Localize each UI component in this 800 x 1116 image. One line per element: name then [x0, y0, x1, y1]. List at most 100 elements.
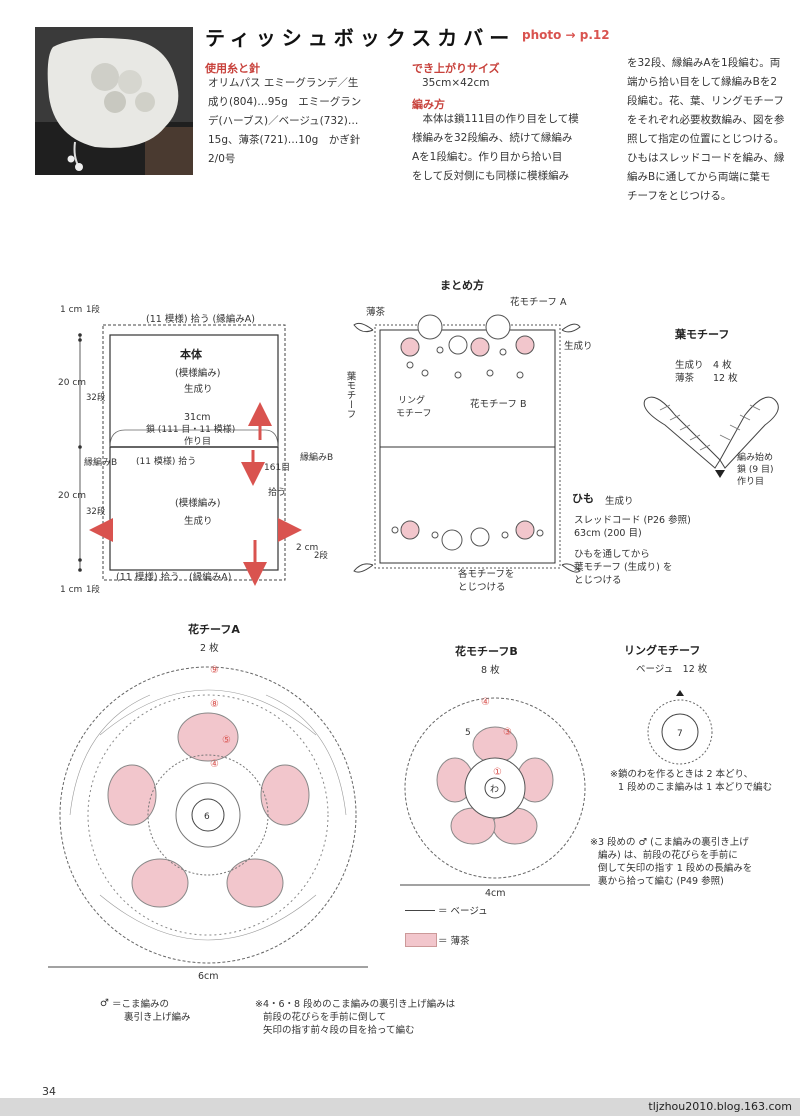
size-heading: でき上がりサイズ: [412, 62, 500, 75]
body-title: 本体: [180, 347, 203, 361]
rows-468-note-line: 前段の花びらを手前に倒して: [263, 1012, 387, 1023]
third-row-note: ※3 段めの ♂ (こま編みの裏引き上げ 編み) は、前段の花びらを手前に 倒し…: [590, 836, 752, 888]
third-row-note-line: 倒して矢印の指す 1 段めの長編みを: [598, 863, 753, 874]
method-line: 段編む。花、葉、リングモチーフ: [627, 95, 784, 107]
symbol-note-line: ＝こま編みの: [112, 999, 170, 1010]
page-title: ティッシュボックスカバー: [205, 26, 516, 50]
bottom-pick-label: (11 模様) 拾う (縁編みA): [116, 571, 231, 583]
symbol-note: ＝こま編みの 裏引き上げ編み: [112, 998, 191, 1024]
assembly-title: まとめ方: [440, 278, 484, 292]
flower-b-width: 4cm: [485, 888, 506, 899]
body-pattern: (模様編み): [175, 367, 220, 379]
size-value: 35cm×42cm: [422, 77, 490, 89]
edge-b-left: 縁編みB: [84, 456, 117, 468]
flower-a-title: 花チーフA: [188, 622, 240, 636]
cord-details: スレッドコード (P26 参照) 63cm (200 目) ひもを通してから 葉…: [574, 514, 691, 587]
assembly-diagram: まとめ方 薄茶 花モチーフ A 生成り 葉モチーフ リング モチーフ 花モチーフ…: [345, 278, 593, 593]
dim-1cm-bot: 1 cm: [60, 585, 82, 595]
third-row-note-line: 裏から拾って編む (P49 参照): [598, 876, 724, 887]
ring-note: ※鎖のわを作るときは 2 本どり、 1 段めのこま編みは 1 本どりで編む: [610, 768, 772, 794]
edge-b-right: 縁編みB: [300, 451, 333, 463]
dim-20cm-b: 20 cm: [58, 491, 86, 501]
third-row-note-line: ※3 段めの ♂ (こま編みの裏引き上げ: [590, 837, 749, 848]
body-color-2: 生成り: [184, 515, 213, 527]
leaf-title: 葉モチーフ: [674, 327, 729, 341]
materials-heading: 使用糸と針: [205, 62, 260, 75]
flower-b-title: 花モチーフB: [455, 644, 518, 658]
ring-count: ベージュ 12 枚: [636, 663, 708, 675]
cord-line: ひもを通してから: [574, 549, 650, 560]
assembly-attach-2: とじつける: [458, 582, 506, 593]
flower-b-diagram: 花モチーフB 8 枚 わ 5 ④ ③ ① 4cm: [400, 644, 590, 899]
flower-b-row-4: ④: [481, 697, 490, 708]
flower-a-diagram: 花チーフA 2 枚 6 ⑨ ⑧ ⑤ ④ 6cm: [48, 622, 368, 982]
flower-a-width: 6cm: [198, 971, 219, 982]
materials-line: 成り(804)…95g エミーグラン: [208, 96, 362, 108]
body-diagram: (11 模様) 拾う (縁編みA) 本体 (模様編み) 生成り 31cm 鎖 (…: [58, 304, 333, 595]
method-line: をして反対側にも同様に模様編み: [412, 170, 570, 182]
photo-reference: photo → p.12: [522, 28, 610, 42]
leaf-motif-diagram: 葉モチーフ 生成り 4 枚 薄茶 12 枚 編み始め 鎖 (9 目) 作り目: [643, 327, 779, 487]
top-pick-label: (11 模様) 拾う (縁編みA): [146, 313, 255, 325]
ring-center: 7: [677, 729, 683, 739]
cord-line: 63cm (200 目): [574, 528, 642, 539]
materials-line: 15g、薄茶(721)…10g かぎ針: [208, 134, 361, 146]
dim-32-a: 32段: [86, 392, 106, 403]
flower-b-count: 8 枚: [481, 664, 500, 676]
ring-note-line: ※鎖のわを作るときは 2 本どり、: [610, 769, 754, 780]
method-line: 本体は鎖111目の作り目をして模: [412, 113, 579, 125]
dim-2cm: 2 cm: [296, 543, 318, 553]
footer-url: tljzhou2010.blog.163.com: [648, 1100, 792, 1113]
materials-line: 2/0号: [208, 153, 236, 165]
flower-b-row-1: ①: [493, 767, 502, 778]
cord-line: 葉モチーフ (生成り) を: [574, 562, 673, 573]
ring-motif-diagram: リングモチーフ ベージュ 12 枚 7: [624, 643, 713, 765]
dim-1dan-top: 1段: [86, 304, 100, 315]
leaf-brown: 薄茶 12 枚: [675, 372, 738, 384]
flower-a-row-8: ⑧: [210, 699, 219, 710]
legend-brown-swatch: [405, 933, 437, 947]
materials-line: オリムパス エミーグランデ／生: [208, 77, 359, 89]
body-color: 生成り: [184, 383, 213, 395]
leaf-start-3: 作り目: [737, 475, 764, 487]
flower-a-row-9: ⑨: [210, 665, 219, 676]
method-continued: を32段、縁編みAを1段編む。両 端から拾い目をして縁編みBを2 段編む。花、葉…: [627, 54, 785, 206]
assembly-flower-b: 花モチーフ B: [470, 398, 526, 410]
method-line: Aを1段編む。作り目から拾い目: [412, 151, 563, 163]
dim-2dan: 2段: [314, 550, 328, 561]
flower-a-row-5: ⑤: [222, 735, 231, 746]
method-line: を32段、縁編みAを1段編む。両: [627, 57, 781, 69]
method-line: 端から拾い目をして縁編みBを2: [627, 76, 778, 88]
leaf-start-2: 鎖 (9 目): [737, 463, 773, 475]
materials-text: オリムパス エミーグランデ／生 成り(804)…95g エミーグラン デ(ハーブ…: [208, 74, 361, 169]
cord-title: ひも: [572, 492, 594, 505]
flower-b-row-5: 5: [465, 728, 471, 738]
dim-1dan-bot: 1段: [86, 584, 100, 595]
side-pick: 拾う: [268, 486, 286, 498]
cord-color: 生成り: [605, 496, 634, 507]
flower-b-center: わ: [490, 784, 499, 795]
ring-title: リングモチーフ: [624, 643, 700, 657]
symbol-note-line: 裏引き上げ編み: [124, 1012, 191, 1023]
flower-b-row-3: ③: [503, 727, 512, 738]
legend-beige-label: ＝ ベージュ: [438, 906, 488, 917]
cord-line: スレッドコード (P26 参照): [574, 515, 691, 526]
method-line: チーフをとじつける。: [627, 190, 732, 202]
cord-line: とじつける: [574, 575, 622, 586]
assembly-cream: 生成り: [564, 340, 593, 352]
dim-20cm-a: 20 cm: [58, 378, 86, 388]
mid-pick-label: (11 模様) 拾う: [136, 455, 196, 467]
dim-1cm-top: 1 cm: [60, 305, 82, 315]
assembly-flower-a: 花モチーフ A: [510, 296, 567, 308]
page-number: 34: [42, 1085, 56, 1098]
legend-beige-line: [405, 910, 435, 911]
rows-468-note: ※4・6・8 段めのこま編みの裏引き上げ編みは 前段の花びらを手前に倒して 矢印…: [255, 998, 455, 1037]
assembly-ring-2: モチーフ: [396, 408, 431, 419]
assembly-brown: 薄茶: [366, 306, 386, 318]
method-line: 照して指定の位置にとじつける。: [627, 133, 785, 145]
method-heading: 編み方: [412, 98, 445, 111]
ring-note-line: 1 段めのこま編みは 1 本どりで編む: [618, 782, 773, 793]
assembly-ring-1: リング: [398, 394, 425, 406]
body-width: 31cm: [184, 412, 211, 423]
product-photo: [35, 27, 193, 175]
